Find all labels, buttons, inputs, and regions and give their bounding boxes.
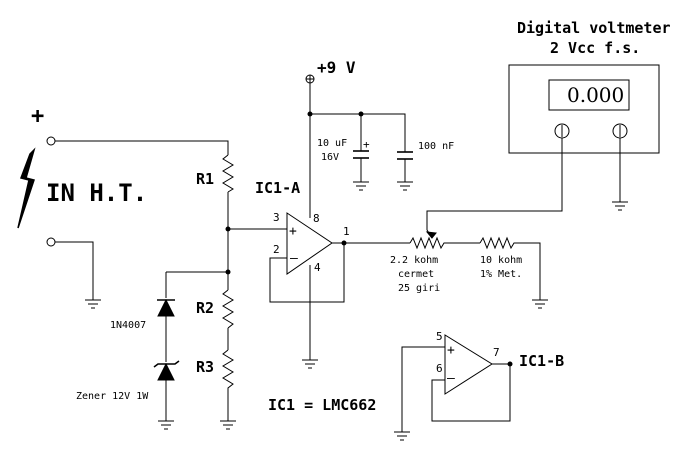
supply-section: +9 V + 10 uF 16V 100 nF <box>305 58 454 218</box>
wire-input-return <box>55 241 94 300</box>
junction-dot-diode <box>225 269 231 275</box>
wire-feedback-a <box>269 243 345 303</box>
junction-dot-supply <box>307 111 313 117</box>
ic-note: IC1 = LMC662 <box>268 396 376 414</box>
voltmeter-box <box>508 64 660 154</box>
ground-input <box>85 299 101 309</box>
opamp-ic1b: + – 5 6 7 IC1-B <box>394 330 564 441</box>
resistor-r1 <box>222 154 234 193</box>
diode-1n4007 <box>157 298 175 317</box>
opamp-a-pin8: 8 <box>313 212 320 225</box>
diode-1n4007-label: 1N4007 <box>110 320 146 331</box>
divider-section: R1 R2 R3 <box>196 154 282 430</box>
diode-section: 1N4007 Zener 12V 1W <box>76 269 231 430</box>
input-positive-terminal <box>46 136 56 146</box>
opamp-a-pin2: 2 <box>273 243 280 256</box>
ic1a-label: IC1-A <box>255 179 300 197</box>
opamp-b-triangle <box>444 334 493 395</box>
input-section: + IN H.T. <box>17 104 229 309</box>
ground-zener <box>158 420 174 430</box>
voltmeter-range: 2 Vcc f.s. <box>550 39 640 57</box>
opamp-a-minus: – <box>290 251 298 266</box>
r1-label: R1 <box>196 170 214 188</box>
capacitor-c1-voltage: 16V <box>321 152 339 163</box>
ground-c1 <box>353 181 369 191</box>
trimmer-value: 2.2 kohm <box>390 255 438 266</box>
ground-opamp-b <box>394 431 410 441</box>
supply-label: +9 V <box>317 58 356 77</box>
trimmer-type: cermet <box>398 269 434 280</box>
wire-pin5-to-ground <box>401 346 445 432</box>
zener-diode <box>157 362 175 381</box>
voltmeter-display <box>548 79 630 111</box>
fixed-resistor-value: 10 kohm <box>480 255 522 266</box>
opamp-a-pin1: 1 <box>343 225 350 238</box>
input-negative-terminal <box>46 237 56 247</box>
ground-opamp-a <box>302 359 318 369</box>
ic1b-label: IC1-B <box>519 352 564 370</box>
input-label: IN H.T. <box>46 179 147 207</box>
junction-dot-output-b <box>507 361 513 367</box>
r3-label: R3 <box>196 358 214 376</box>
opamp-b-pin6: 6 <box>436 362 443 375</box>
wire-input-to-r1 <box>55 140 229 155</box>
trimmer-resistor <box>409 236 480 250</box>
junction-dot-pin3 <box>225 226 231 232</box>
trimmer-turns: 25 giri <box>398 283 440 294</box>
zener-diode-label: Zener 12V 1W <box>76 391 149 402</box>
opamp-b-plus: + <box>447 343 455 358</box>
voltmeter-reading: 0.000 <box>567 83 624 107</box>
opamp-a-triangle <box>286 212 333 275</box>
voltmeter-title: Digital voltmeter <box>517 19 671 37</box>
wire-feedback-b <box>431 363 511 422</box>
ground-meter <box>612 201 628 211</box>
output-network: 2.2 kohm cermet 25 giri 10 kohm 1% Met. <box>390 138 563 309</box>
opamp-b-minus: – <box>447 371 455 386</box>
ground-10k <box>532 299 548 309</box>
supply-terminal-cross <box>306 75 314 83</box>
capacitor-c1-plus: + <box>363 138 370 151</box>
resistor-r3 <box>222 349 234 421</box>
ground-c2 <box>397 181 413 191</box>
fixed-resistor-tolerance: 1% Met. <box>480 269 522 280</box>
resistor-10k <box>479 236 541 300</box>
opamp-a-pin4: 4 <box>314 261 321 274</box>
wire-wiper-to-meter <box>426 138 563 230</box>
capacitor-c1-value: 10 uF <box>317 138 347 149</box>
junction-dot-output <box>341 240 347 246</box>
resistor-r2 <box>222 289 234 329</box>
ground-r3 <box>220 420 236 430</box>
high-voltage-bolt-icon <box>17 147 36 229</box>
opamp-ic1a: IC1-A + – 3 2 8 4 1 <box>255 179 410 369</box>
r2-label: R2 <box>196 299 214 317</box>
wire-supply-rail <box>310 113 406 152</box>
opamp-b-pin5: 5 <box>436 330 443 343</box>
opamp-b-pin7: 7 <box>493 346 500 359</box>
capacitor-c2-value: 100 nF <box>418 141 454 152</box>
opamp-a-plus: + <box>289 224 297 239</box>
opamp-a-pin3: 3 <box>273 211 280 224</box>
zener-diode-bar <box>153 360 180 368</box>
trimmer-wiper-arrow-icon <box>425 231 437 239</box>
voltmeter-input-terminal <box>554 123 570 139</box>
voltmeter-section: Digital voltmeter 2 Vcc f.s. 0.000 <box>508 19 671 211</box>
input-plus-sign: + <box>31 104 44 129</box>
